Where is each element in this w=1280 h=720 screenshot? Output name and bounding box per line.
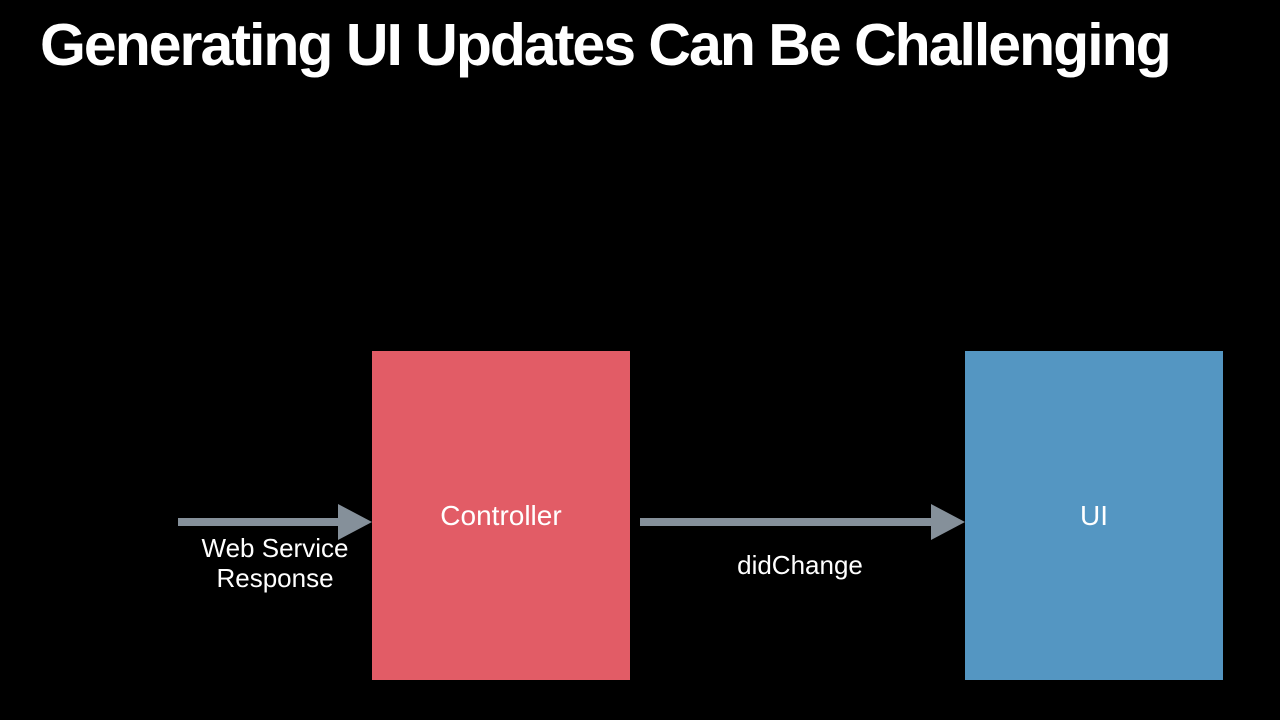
arrow-right-icon [178,504,372,540]
slide-title: Generating UI Updates Can Be Challenging [40,12,1172,78]
flow-label-web-service-response: Web Service Response [201,533,349,593]
node-ui: UI [965,351,1223,680]
node-controller-label: Controller [440,499,562,531]
node-controller: Controller [372,351,630,680]
node-ui-label: UI [1080,499,1108,531]
flow-label-did-change: didChange [737,550,863,580]
arrow-right-icon [640,504,965,540]
